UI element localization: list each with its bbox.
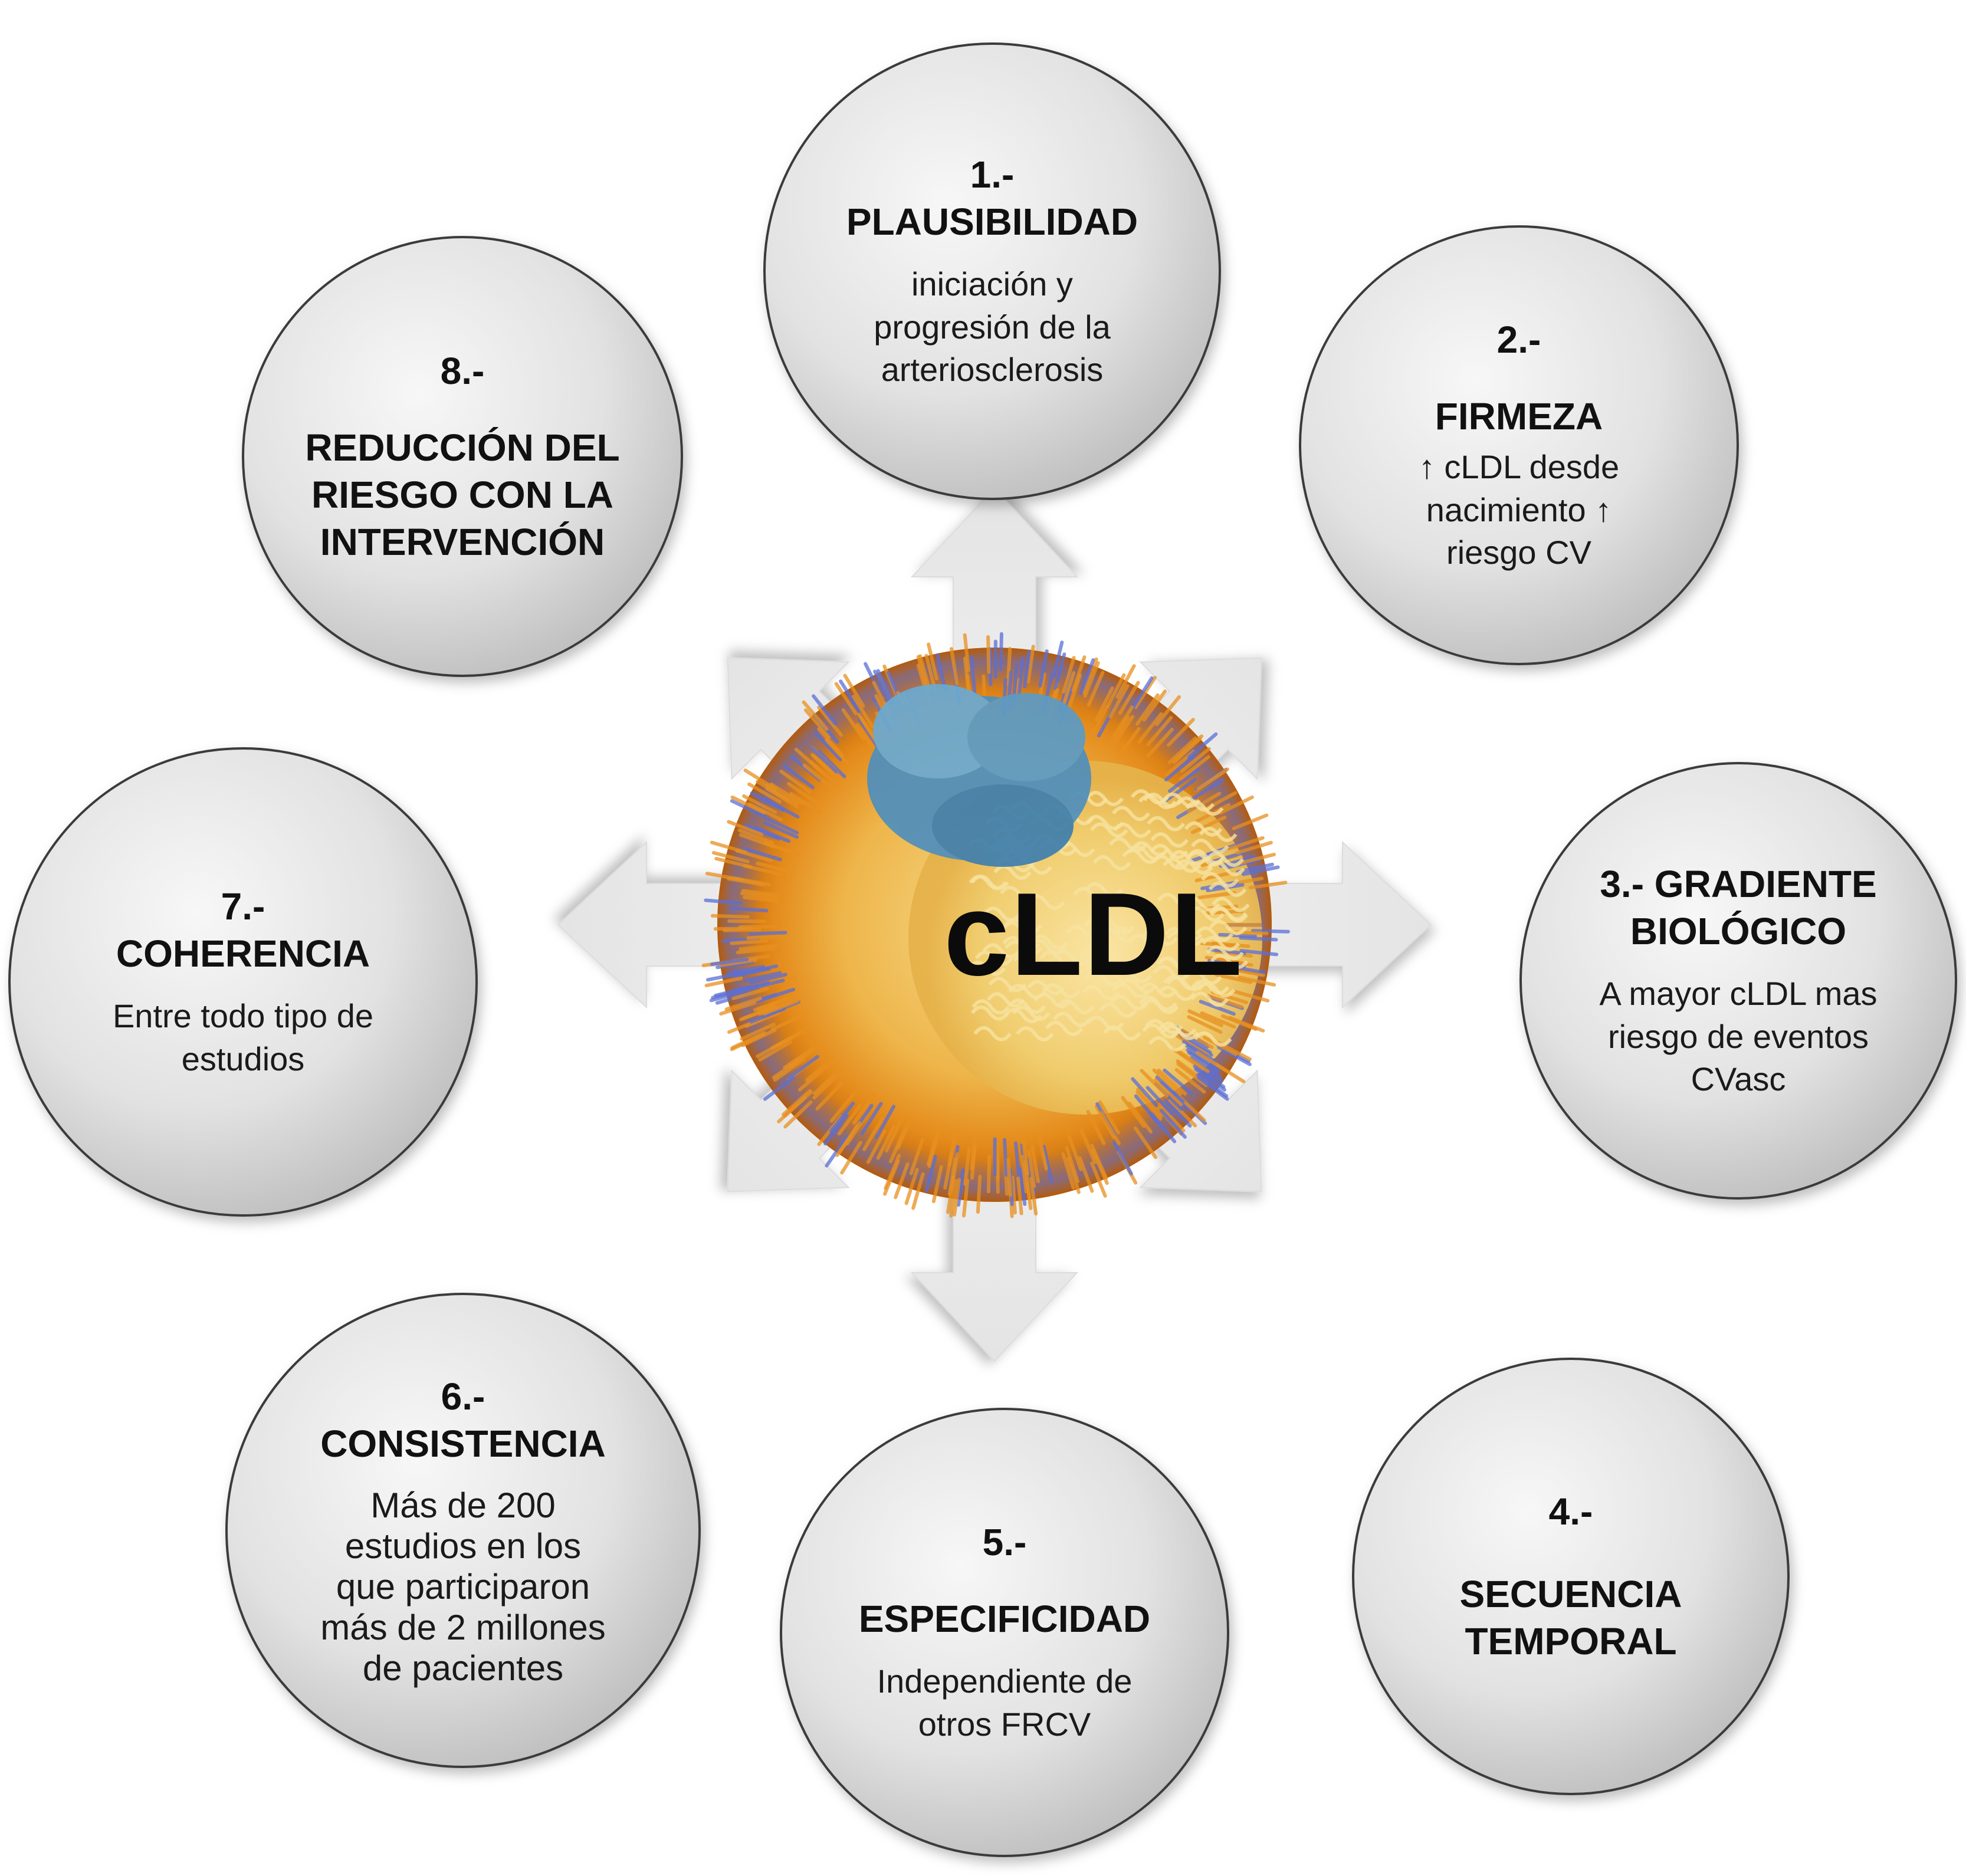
criterion-node-5: 5.- ESPECIFICIDAD Independiente de otros…	[779, 1407, 1230, 1858]
criterion-description: iniciación y progresión de la arterioscl…	[874, 265, 1111, 389]
criterion-circle-4	[1352, 1358, 1790, 1795]
criterion-circle-2	[1299, 225, 1739, 665]
criterion-number: 4.-	[1548, 1490, 1593, 1533]
criterion-title: CONSISTENCIA	[320, 1422, 606, 1465]
criterion-circle-5	[780, 1408, 1229, 1857]
criterion-title: BIOLÓGICO	[1630, 909, 1847, 952]
criterion-node-7: 7.- COHERENCIA Entre todo tipo de estudi…	[7, 746, 479, 1218]
criterion-node-8: 8.- REDUCCIÓN DEL RIESGO CON LA INTERVEN…	[241, 235, 684, 678]
criterion-number: 6.-	[441, 1375, 485, 1418]
criterion-number: 1.-	[970, 153, 1015, 196]
criterion-circle-1	[763, 42, 1221, 500]
criterion-title: FIRMEZA	[1435, 395, 1603, 438]
criterion-description: Más de 200 estudios en los que participa…	[320, 1485, 606, 1688]
criterion-circles	[8, 42, 1957, 1857]
criterion-node-2: 2.- FIRMEZA ↑ cLDL desde nacimiento ↑ ri…	[1298, 224, 1740, 666]
center-label: cLDL	[944, 869, 1243, 1000]
criterion-number: 2.-	[1496, 318, 1541, 361]
criterion-description: ↑ cLDL desde nacimiento ↑ riesgo CV	[1418, 448, 1620, 571]
criterion-node-1: 1.- PLAUSIBILIDAD iniciación y progresió…	[762, 41, 1222, 501]
criterion-description: Independiente de otros FRCV	[877, 1663, 1133, 1743]
criterion-node-3: 3.- GRADIENTE BIOLÓGICO A mayor cLDL mas…	[1518, 761, 1958, 1201]
criterion-number: 5.-	[982, 1521, 1027, 1564]
criterion-circle-8	[242, 236, 683, 677]
criterion-number: 8.-	[440, 350, 485, 392]
criterion-title: ESPECIFICIDAD	[858, 1598, 1151, 1641]
criterion-node-6: 6.- CONSISTENCIA Más de 200 estudios en …	[224, 1292, 702, 1769]
criterion-title: PLAUSIBILIDAD	[846, 200, 1138, 243]
criterion-description: Entre todo tipo de estudios	[112, 997, 374, 1077]
criterion-circle-3	[1519, 762, 1957, 1200]
ldl-particle-image	[701, 632, 1290, 1218]
criterion-title: SECUENCIA TEMPORAL	[1459, 1573, 1682, 1663]
criterion-circle-7	[8, 747, 478, 1217]
apob-protein	[867, 684, 1091, 867]
criterion-circle-6	[225, 1293, 701, 1768]
criterion-title: REDUCCIÓN DEL RIESGO CON LA INTERVENCIÓN	[305, 426, 620, 563]
criterion-node-4: 4.- SECUENCIA TEMPORAL	[1351, 1356, 1791, 1796]
criterion-description: A mayor cLDL mas riesgo de eventos CVasc	[1599, 974, 1878, 1098]
criterion-number: 7.-	[221, 885, 265, 928]
criterion-number: 3.- GRADIENTE	[1600, 862, 1877, 905]
criterion-title: COHERENCIA	[116, 932, 370, 975]
